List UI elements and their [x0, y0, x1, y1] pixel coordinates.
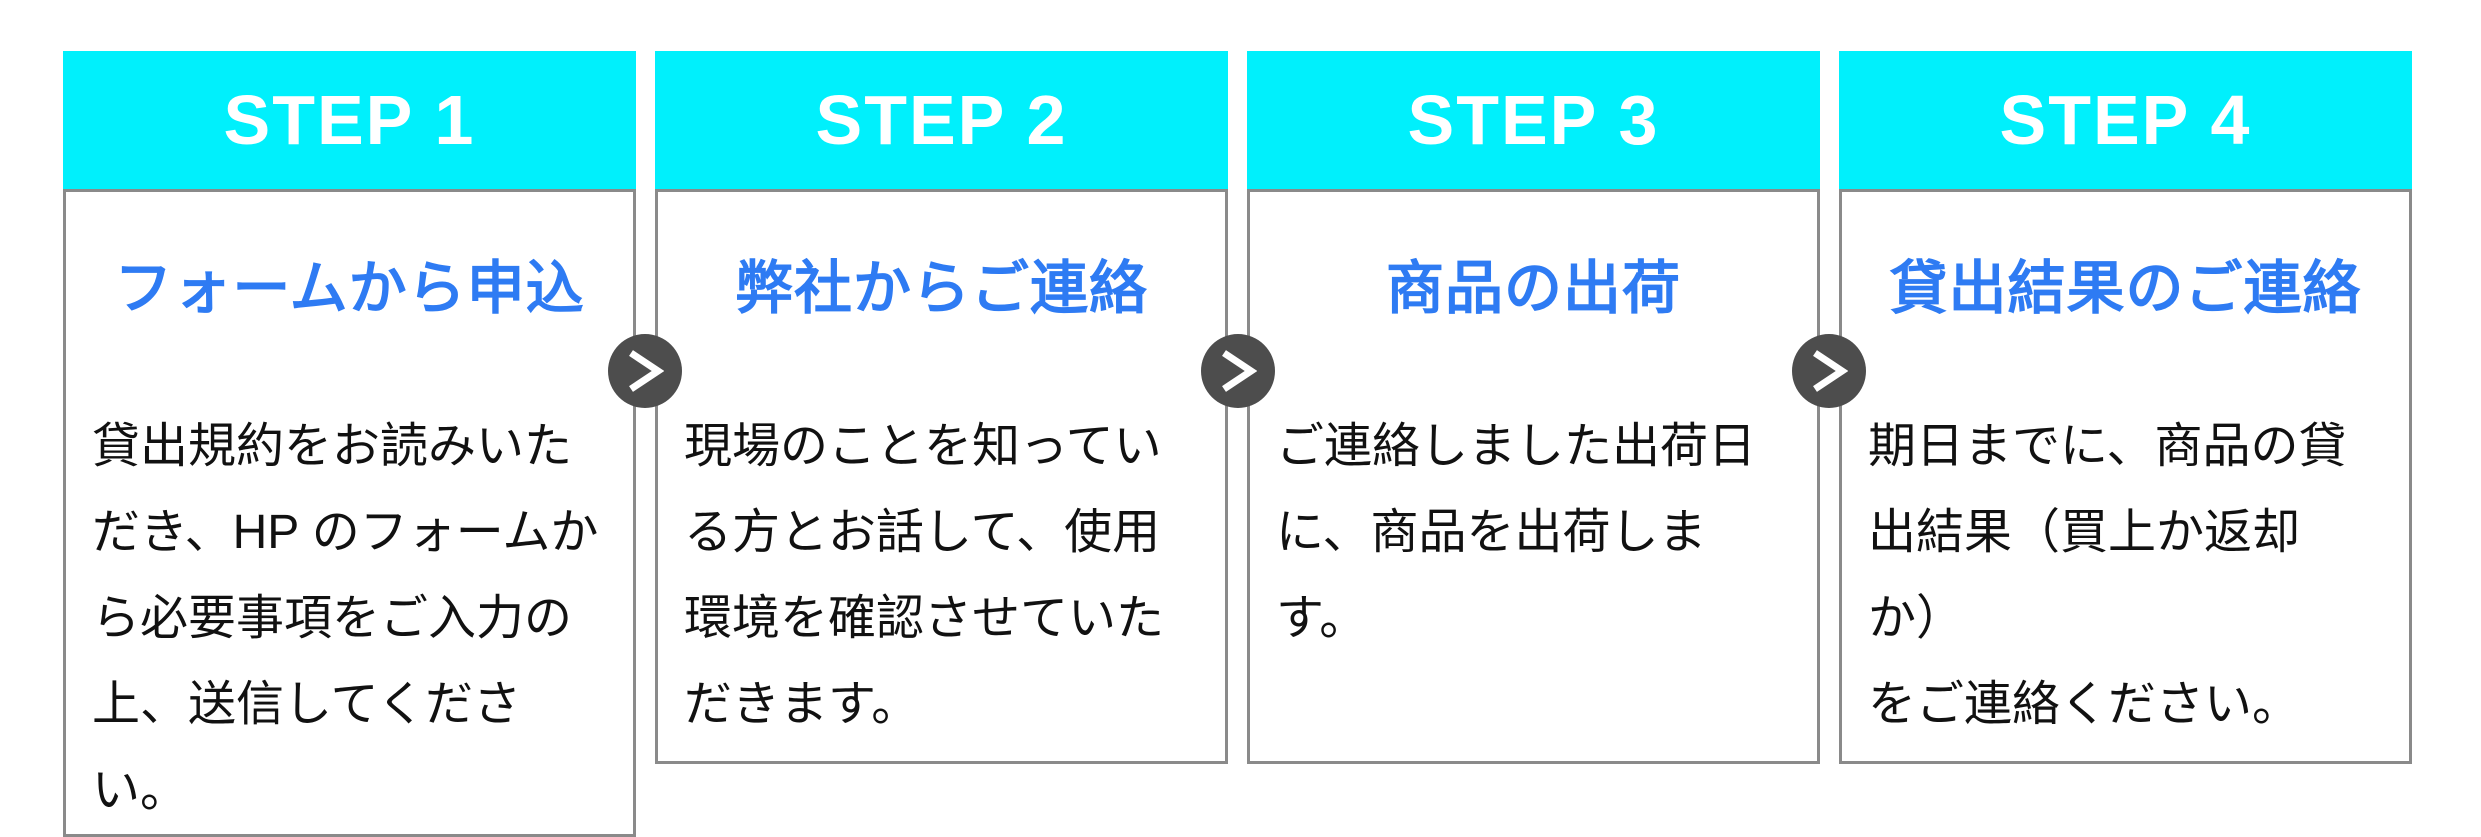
step-3-label: STEP 3: [1407, 81, 1660, 159]
step-2-body: 弊社からご連絡 現場のことを知ってい る方とお話して、使用 環境を確認させていた…: [655, 189, 1228, 764]
chevron-right-icon: [629, 350, 664, 392]
step-card-4: STEP 4 貸出結果のご連絡 期日までに、商品の貸 出結果（買上か返却か） を…: [1839, 51, 2412, 764]
step-2-description: 現場のことを知ってい る方とお話して、使用 環境を確認させていた だきます。: [684, 419, 1165, 731]
step-card-3: STEP 3 商品の出荷 ご連絡しました出荷日 に、商品を出荷します。: [1247, 51, 1820, 764]
step-4-header: STEP 4: [1839, 51, 2412, 189]
step-cards: STEP 1 フォームから申込 貸出規約をお読みいた だき、HP のフォームか …: [63, 51, 2412, 837]
step-1-header: STEP 1: [63, 51, 636, 189]
step-1-description: 貸出規約をお読みいた だき、HP のフォームか ら必要事項をご入力の 上、送信し…: [92, 419, 599, 817]
step-2-label: STEP 2: [815, 81, 1068, 159]
step-4-description: 期日までに、商品の貸 出結果（買上か返却か） をご連絡ください。: [1868, 419, 2347, 731]
chevron-right-icon: [1222, 350, 1257, 392]
chevron-right-icon: [1813, 350, 1848, 392]
step-card-1: STEP 1 フォームから申込 貸出規約をお読みいた だき、HP のフォームか …: [63, 51, 636, 837]
steps-flow-diagram: STEP 1 フォームから申込 貸出規約をお読みいた だき、HP のフォームか …: [63, 51, 2412, 837]
step-3-description: ご連絡しました出荷日 に、商品を出荷します。: [1276, 419, 1757, 645]
step-1-label: STEP 1: [223, 81, 476, 159]
step-1-title: フォームから申込: [114, 256, 585, 321]
step-1-body: フォームから申込 貸出規約をお読みいた だき、HP のフォームか ら必要事項をご…: [63, 189, 636, 837]
step-2-title: 弊社からご連絡: [734, 256, 1148, 321]
step-2-header: STEP 2: [655, 51, 1228, 189]
step-4-body: 貸出結果のご連絡 期日までに、商品の貸 出結果（買上か返却か） をご連絡ください…: [1839, 189, 2412, 764]
step-4-label: STEP 4: [1999, 81, 2252, 159]
step-card-2: STEP 2 弊社からご連絡 現場のことを知ってい る方とお話して、使用 環境を…: [655, 51, 1228, 764]
step-3-body: 商品の出荷 ご連絡しました出荷日 に、商品を出荷します。: [1247, 189, 1820, 764]
step-3-title: 商品の出荷: [1385, 256, 1681, 321]
arrow-badge-1: [608, 334, 682, 408]
step-4-title: 貸出結果のご連絡: [1889, 256, 2362, 321]
arrow-badge-3: [1792, 334, 1866, 408]
step-3-header: STEP 3: [1247, 51, 1820, 189]
arrow-badge-2: [1201, 334, 1275, 408]
